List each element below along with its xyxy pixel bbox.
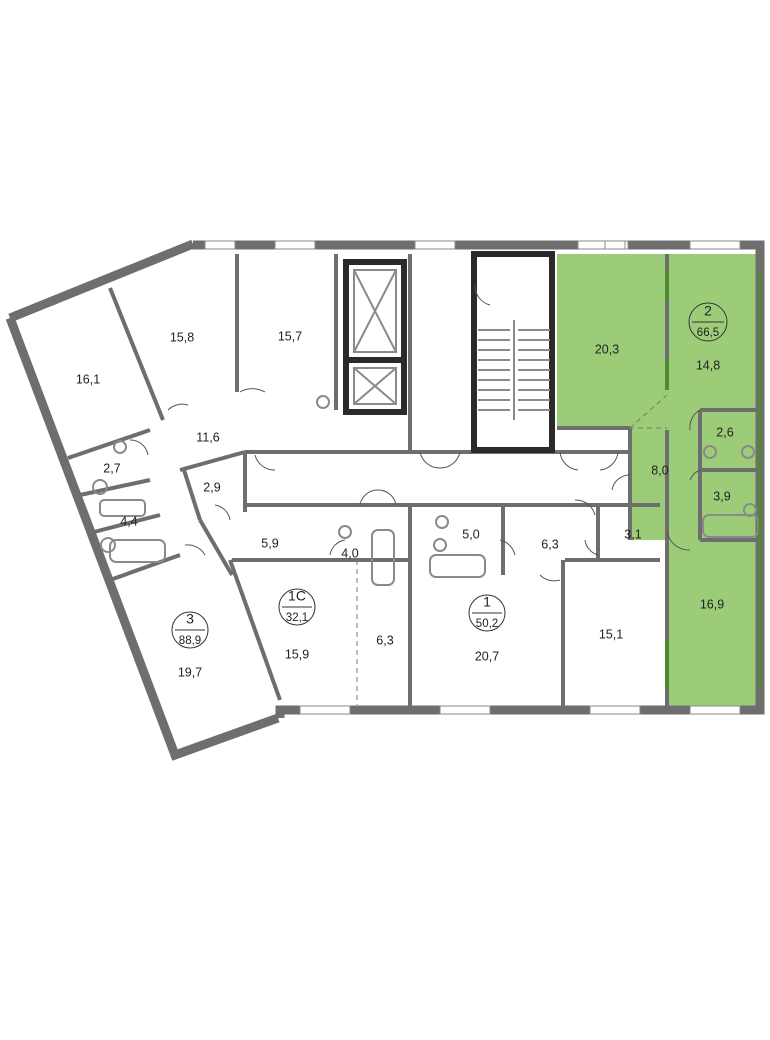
windows [204,240,741,715]
room-area: 4,4 [120,514,137,528]
apartment-2-highlight[interactable] [557,254,760,708]
room-area: 2,7 [103,461,120,475]
room-area: 11,6 [196,430,219,444]
apartment-marker-2[interactable]: 2 66,5 [688,302,728,342]
dashed-partitions [356,394,668,705]
apartment-area: 50,2 [476,618,498,630]
apartment-number: 3 [186,611,194,627]
room-area: 6,3 [541,537,558,551]
apartment-marker-1c[interactable]: 1С 32,1 [278,588,316,626]
room-area: 2,6 [716,425,733,439]
room-area: 20,7 [475,649,499,663]
room-area: 5,9 [261,536,278,550]
room-area: 2,9 [203,480,220,494]
room-area: 15,1 [599,627,623,641]
elevator-core [343,259,407,415]
room-area: 8,0 [651,463,668,477]
apartment-marker-3[interactable]: 3 88,9 [171,611,209,649]
apartment-area: 66,5 [697,327,719,339]
apartment-marker-1[interactable]: 1 50,2 [468,594,506,632]
room-area: 14,8 [696,358,720,372]
room-area: 16,9 [700,597,724,611]
room-area: 15,9 [285,647,309,661]
apartment-area: 32,1 [286,612,308,624]
apartment-2-walls [665,270,762,690]
apartment-number: 1С [288,588,306,604]
apartment-number: 1 [483,594,491,610]
staircase [471,251,555,453]
room-area: 19,7 [178,665,202,679]
room-area: 4,0 [341,546,358,560]
apartment-number: 2 [704,303,712,319]
bathroom-fixtures [92,395,759,586]
room-area: 16,1 [76,372,100,386]
doors [129,284,701,582]
room-area: 3,1 [624,527,641,541]
room-labels: 16,1 15,8 15,7 11,6 2,7 2,9 4,4 19,7 5,9… [76,329,734,679]
room-area: 3,9 [713,489,730,503]
room-area: 6,3 [376,633,393,647]
room-area: 5,0 [462,527,479,541]
room-area: 15,7 [278,329,302,343]
room-area: 20,3 [595,342,619,356]
apartment-area: 88,9 [179,635,201,647]
room-area: 15,8 [170,330,194,344]
